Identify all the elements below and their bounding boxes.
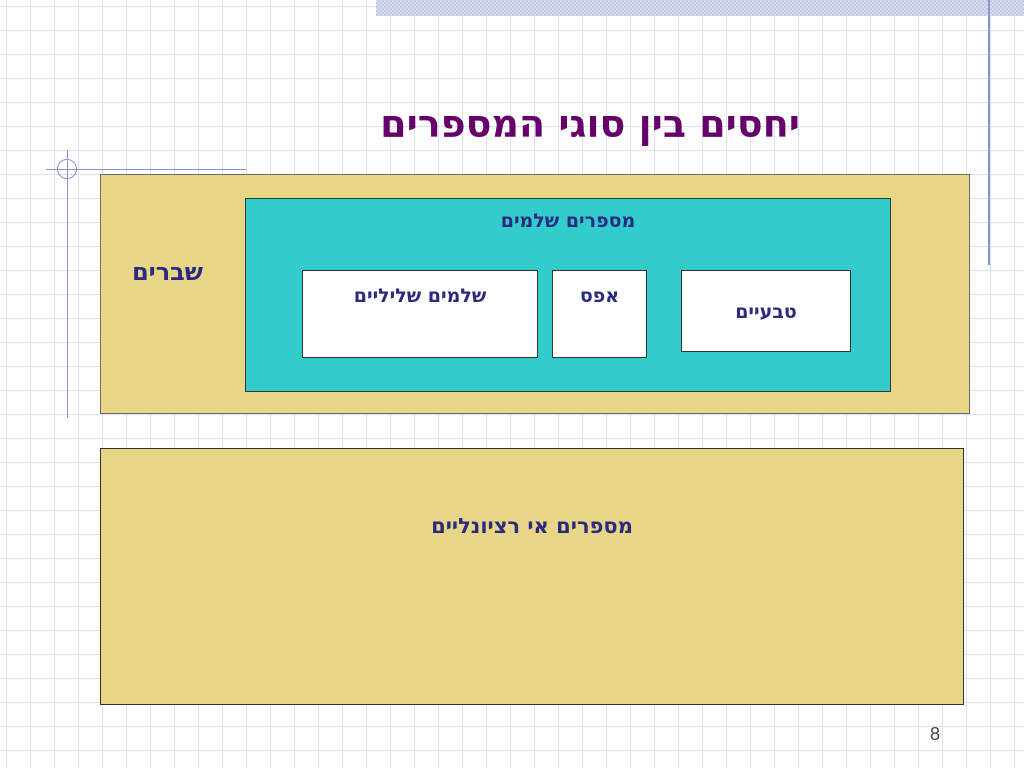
irrationals-box	[100, 448, 964, 705]
irrationals-label: מספרים אי רציונליים	[431, 514, 633, 538]
integers-label: מספרים שלמים	[500, 210, 636, 232]
page-number: 8	[929, 724, 940, 744]
title-underline-decoration	[46, 169, 246, 170]
slide-title: יחסים בין סוגי המספרים	[380, 102, 800, 146]
right-decorative-line	[988, 0, 990, 265]
negative-integers-box: שלמים שליליים	[302, 270, 538, 358]
left-decorative-line	[67, 150, 68, 418]
zero-box: אפס	[552, 270, 647, 358]
fractions-label: שברים	[131, 258, 203, 286]
top-decorative-band	[376, 0, 1024, 16]
natural-numbers-box: טבעיים	[681, 270, 851, 352]
crosshair-circle-decoration	[57, 159, 77, 179]
